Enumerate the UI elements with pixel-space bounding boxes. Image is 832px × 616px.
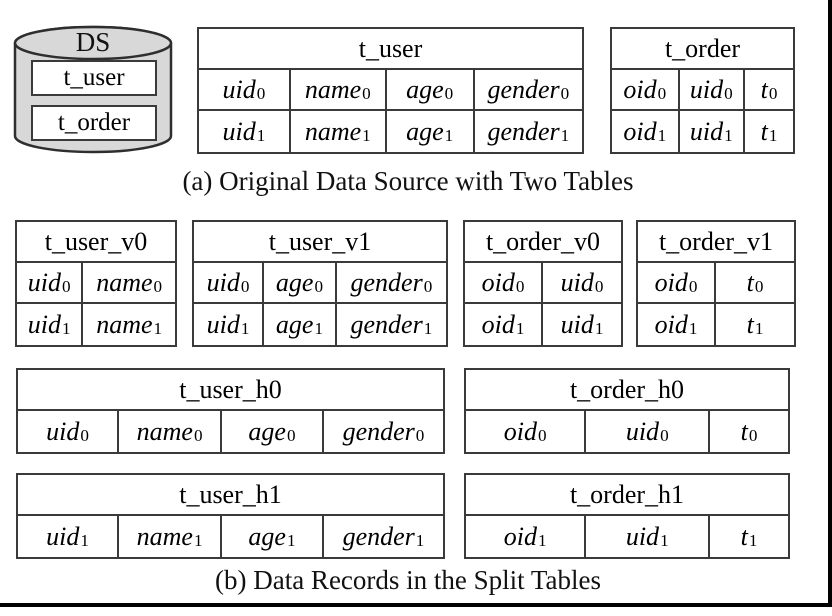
datasource-label: DS [75, 27, 111, 57]
table-title-t_order_v0: t_order_v0 [465, 222, 621, 263]
table-title-t_user_v1: t_user_v1 [194, 222, 446, 263]
table-title-t_user_h0: t_user_h0 [18, 370, 443, 411]
table-title-t_user_h1: t_user_h1 [18, 475, 443, 516]
caption-a: (a) Original Data Source with Two Tables [182, 166, 634, 196]
database-icon: DS t_user t_order [13, 24, 173, 154]
figure-frame-right-rule [828, 0, 832, 607]
datasource-item-t-user: t_user [31, 60, 157, 96]
table-title-t_order_h0: t_order_h0 [466, 370, 788, 411]
datasource-item-t-order: t_order [31, 105, 157, 141]
table-title-t_order_h1: t_order_h1 [466, 475, 788, 516]
table-title-t_order: t_order [612, 29, 793, 70]
table-title-t_user_v0: t_user_v0 [17, 222, 175, 263]
table-title-t_order_v1: t_order_v1 [638, 222, 794, 263]
table-title-t_user: t_user [199, 29, 582, 70]
figure-frame-bottom-rule [0, 603, 832, 607]
caption-b: (b) Data Records in the Split Tables [214, 565, 602, 595]
